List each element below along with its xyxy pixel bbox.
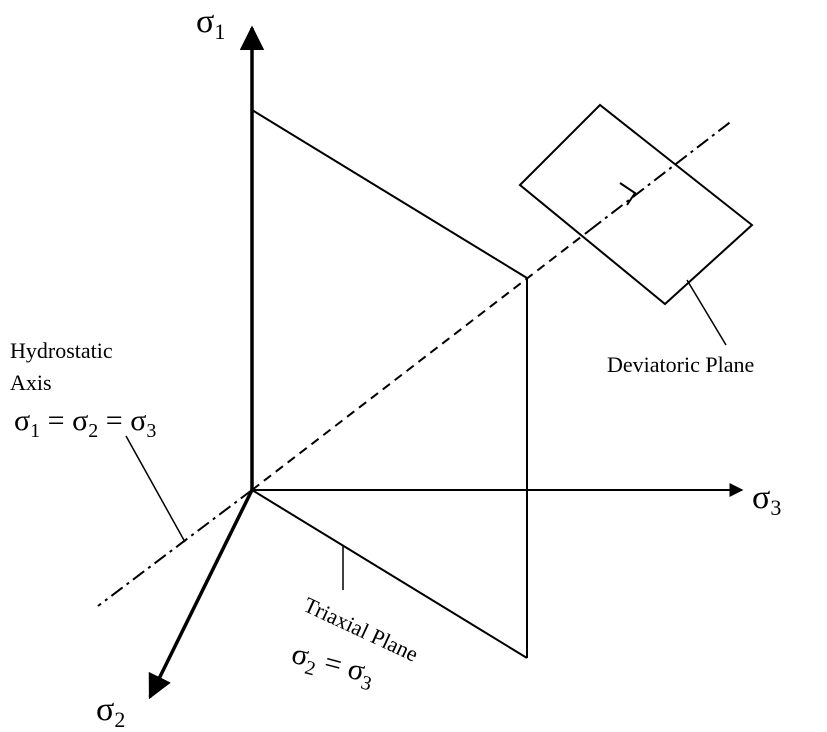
hydrostatic-leader	[125, 435, 186, 543]
sigma3-label: σ3	[752, 479, 781, 520]
triaxial-plane-bottom-edge	[251, 489, 528, 659]
deviatoric-plane	[518, 103, 754, 306]
sigma2-label: σ2	[96, 691, 125, 727]
sigma1-label: σ1	[196, 3, 225, 44]
triaxial-equation: σ2 = σ3	[287, 637, 378, 696]
hydrostatic-label-line1: Hydrostatic	[10, 338, 113, 363]
sigma2-axis	[148, 489, 254, 700]
hydrostatic-axis-dashdot-beyond	[589, 119, 734, 231]
hydrostatic-equation: σ1 = σ2 = σ3	[14, 404, 156, 442]
triaxial-plane-top-edge	[251, 109, 528, 279]
hydrostatic-label-line2: Axis	[10, 370, 52, 395]
right-angle-mark	[619, 182, 637, 206]
hydrostatic-axis-dashdot-negative	[97, 489, 253, 607]
deviatoric-plane-label: Deviatoric Plane	[607, 352, 754, 377]
hydrostatic-axis-dashed	[251, 229, 591, 491]
deviatoric-leader	[686, 279, 727, 346]
